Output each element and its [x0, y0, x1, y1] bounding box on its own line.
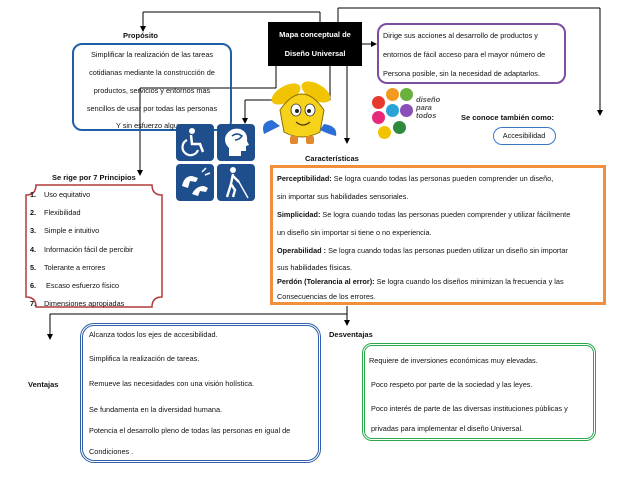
disadvantages-line: Poco respeto por parte de la sociedad y … [371, 380, 533, 389]
purpose-line: cotidianas mediante la construcción de [89, 68, 215, 77]
characteristics-line: un diseño sin importar si tiene o no exp… [277, 228, 432, 237]
characteristics-line: Operabilidad : Se logra cuando todas las… [277, 246, 568, 255]
purpose-line: productos, servicios y entornos más [93, 86, 211, 95]
principles-frame [25, 184, 163, 308]
logo-figure-icon [386, 104, 399, 117]
advantages-box: Alcanza todos los ejes de accesibilidad.… [80, 323, 321, 463]
blind-cane-icon [217, 164, 255, 201]
disadvantages-line: Poco interés de parte de las diversas in… [371, 404, 568, 413]
characteristics-heading: Características [305, 154, 359, 163]
advantages-line: Remueve las necesidades con una visión h… [89, 379, 255, 388]
also-known-value: Accesibilidad [502, 131, 546, 140]
principles-heading: Se rige por 7 Principios [52, 173, 136, 182]
purpose-line: Y sin esfuerzo alguno. [115, 121, 189, 130]
purpose-line: sencillos de usar por todas las personas [86, 104, 218, 113]
list-item: 4.Información fácil de percibir [30, 244, 134, 254]
sign-language-icon [176, 164, 214, 201]
principles-list: 1.Uso equitativo 2.Flexibilidad 3.Simple… [30, 190, 162, 317]
disadvantages-line: privadas para implementar el diseño Univ… [371, 424, 524, 433]
characteristics-box: Perceptibilidad: Se logra cuando todas l… [270, 165, 606, 305]
logo-figure-icon [386, 88, 399, 101]
logo-text: diseño para todos [416, 96, 454, 120]
logo-text-line2: para [416, 102, 432, 112]
central-title-line1: Mapa conceptual de [279, 30, 351, 39]
disadvantages-line: Requiere de inversiones económicas muy e… [369, 356, 538, 365]
purpose-line: Simplificar la realización de las tareas [90, 50, 214, 59]
list-item: 7.Dimensiones apropiadas [30, 299, 125, 309]
design-for-all-logo: diseño para todos [372, 88, 454, 140]
directs-line: Persona posible, sin la necesidad de ada… [383, 69, 540, 78]
characteristics-line: Perceptibilidad: Se logra cuando todas l… [277, 174, 554, 183]
characteristics-line: Consecuencias de los errores. [277, 292, 376, 301]
list-item: 3.Simple e intuitivo [30, 226, 100, 236]
advantages-line: Potencia el desarrollo pleno de todas la… [89, 426, 291, 435]
directs-line: entornos de fácil acceso para el mayor n… [383, 50, 546, 59]
logo-figure-icon [393, 121, 406, 134]
logo-text-line3: todos [416, 110, 437, 120]
list-item: 1.Uso equitativo [30, 190, 91, 199]
directs-line: Dirige sus acciones al desarrollo de pro… [383, 31, 538, 40]
characteristics-line: sus habilidades físicas. [277, 263, 353, 272]
disadvantages-box: Requiere de inversiones económicas muy e… [362, 343, 596, 441]
list-item: 2.Flexibilidad [30, 208, 81, 218]
disadvantages-heading: Desventajas [329, 330, 373, 339]
logo-figure-icon [372, 111, 385, 124]
cartoon-character-image [263, 81, 337, 144]
advantages-line: Condiciones . [89, 447, 134, 456]
also-known-heading: Se conoce también como: [461, 113, 554, 122]
accessibility-icons-grid [176, 124, 256, 202]
characteristics-line: Perdón (Tolerancia al error): Se logra c… [277, 277, 564, 286]
purpose-box: Simplificar la realización de las tareas… [72, 43, 232, 131]
cognitive-head-icon [217, 124, 255, 161]
characteristics-line: Simplicidad: Se logra cuando todas las p… [277, 210, 571, 219]
list-item: 5.Tolerante a errores [30, 262, 106, 272]
advantages-line: Se fundamenta en la diversidad humana. [89, 405, 223, 414]
central-title-line2: Diseño Universal [284, 49, 346, 58]
logo-text-line1: diseño [416, 95, 441, 104]
wheelchair-icon [176, 124, 214, 161]
logo-figure-icon [372, 96, 385, 109]
logo-figure-icon [400, 88, 413, 101]
purpose-heading: Propósito [123, 31, 158, 40]
central-title-box: Mapa conceptual de Diseño Universal [268, 22, 362, 66]
advantages-line: Alcanza todos los ejes de accesibilidad. [89, 330, 218, 339]
also-known-box: Accesibilidad [493, 127, 556, 145]
list-item: 6. Escaso esfuerzo físico [30, 280, 120, 290]
characteristics-line: sin importar sus habilidades sensoriales… [277, 192, 409, 201]
directs-box: Dirige sus acciones al desarrollo de pro… [377, 23, 566, 84]
logo-figure-icon [400, 104, 413, 117]
advantages-line: Simplifica la realización de tareas. [89, 354, 200, 363]
logo-figure-icon [378, 126, 391, 139]
advantages-heading: Ventajas [28, 380, 59, 389]
